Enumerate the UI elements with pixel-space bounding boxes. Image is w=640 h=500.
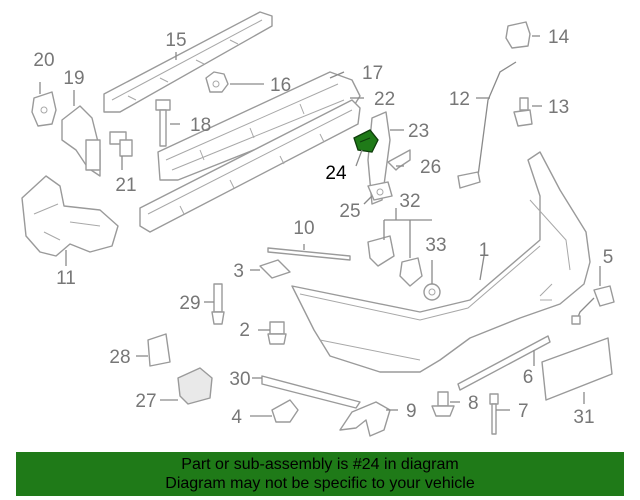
callout-15[interactable]: 15 (165, 30, 186, 51)
callout-labels: 1 2 3 4 5 6 7 8 9 10 11 12 13 14 15 16 1… (33, 27, 613, 428)
callout-29[interactable]: 29 (179, 293, 200, 314)
callout-20[interactable]: 20 (33, 50, 54, 71)
callout-12[interactable]: 12 (449, 89, 470, 110)
part-9-bracket[interactable] (339, 401, 391, 437)
callout-22[interactable]: 22 (374, 89, 395, 110)
callout-32[interactable]: 32 (399, 191, 420, 212)
part-18-bolt[interactable] (155, 99, 171, 147)
leader-lines (39, 35, 601, 417)
callout-31[interactable]: 31 (573, 407, 594, 428)
callout-7[interactable]: 7 (518, 401, 529, 422)
part-3-reflector[interactable] (259, 259, 291, 279)
callout-27[interactable]: 27 (135, 391, 156, 412)
callout-4[interactable]: 4 (231, 407, 242, 428)
callout-26[interactable]: 26 (420, 157, 441, 178)
callout-3[interactable]: 3 (233, 261, 244, 282)
part-2-bolt[interactable] (267, 321, 287, 345)
parts-diagram: 1 2 3 4 5 6 7 8 9 10 11 12 13 14 15 16 1… (21, 11, 615, 437)
callout-28[interactable]: 28 (109, 347, 130, 368)
part-1-bumper-cover[interactable] (291, 151, 591, 373)
part-5-sensor[interactable] (571, 285, 615, 325)
part-8-bolt[interactable] (431, 391, 455, 417)
part-4-clip[interactable] (271, 399, 299, 423)
part-32-sensor[interactable] (367, 235, 423, 287)
part-15-bracket[interactable] (103, 11, 273, 113)
callout-11[interactable]: 11 (56, 268, 76, 289)
callout-13[interactable]: 13 (548, 97, 569, 118)
part-33-ring[interactable] (423, 283, 441, 301)
footer-banner: Part or sub-assembly is #24 in diagram D… (16, 452, 624, 496)
part-19-bracket[interactable] (61, 105, 101, 177)
footer-line-2: Diagram may not be specific to your vehi… (165, 475, 475, 492)
part-14-plate[interactable] (505, 21, 531, 49)
callout-25[interactable]: 25 (339, 201, 360, 222)
callout-24[interactable]: 24 (325, 163, 347, 184)
part-28-block[interactable] (147, 333, 171, 367)
callout-17[interactable]: 17 (362, 63, 383, 84)
part-10-strip[interactable] (267, 247, 351, 261)
part-22-bar[interactable] (139, 99, 361, 233)
part-12-stay[interactable] (457, 61, 517, 189)
footer-line-1: Part or sub-assembly is #24 in diagram (181, 456, 459, 473)
callout-2[interactable]: 2 (239, 320, 250, 341)
part-26-bracket[interactable] (387, 149, 411, 171)
part-13-bolt[interactable] (513, 97, 533, 127)
part-16-nut[interactable] (205, 71, 229, 93)
part-31-plate[interactable] (541, 337, 613, 401)
part-20-pad[interactable] (31, 91, 57, 127)
callout-9[interactable]: 9 (406, 401, 417, 422)
callout-21[interactable]: 21 (115, 175, 136, 196)
callout-23[interactable]: 23 (408, 121, 429, 142)
part-30-strip[interactable] (261, 375, 361, 409)
part-21-bolt[interactable] (109, 131, 133, 157)
part-24-clip[interactable] (353, 129, 379, 153)
part-29-fastener[interactable] (211, 283, 225, 325)
part-7-bolt[interactable] (489, 393, 499, 435)
callout-33[interactable]: 33 (425, 235, 446, 256)
callout-16[interactable]: 16 (270, 75, 291, 96)
callout-30[interactable]: 30 (229, 369, 250, 390)
callout-1[interactable]: 1 (479, 240, 490, 261)
callout-10[interactable]: 10 (293, 218, 314, 239)
part-11-side-bracket[interactable] (21, 175, 119, 257)
part-6-strip[interactable] (457, 335, 551, 391)
callout-14[interactable]: 14 (548, 27, 570, 48)
callout-18[interactable]: 18 (190, 115, 211, 136)
part-25-bracket[interactable] (367, 181, 393, 201)
callout-19[interactable]: 19 (63, 68, 84, 89)
callout-6[interactable]: 6 (523, 367, 534, 388)
part-27-lamp[interactable] (177, 367, 213, 405)
callout-8[interactable]: 8 (468, 393, 479, 414)
callout-5[interactable]: 5 (603, 247, 614, 268)
